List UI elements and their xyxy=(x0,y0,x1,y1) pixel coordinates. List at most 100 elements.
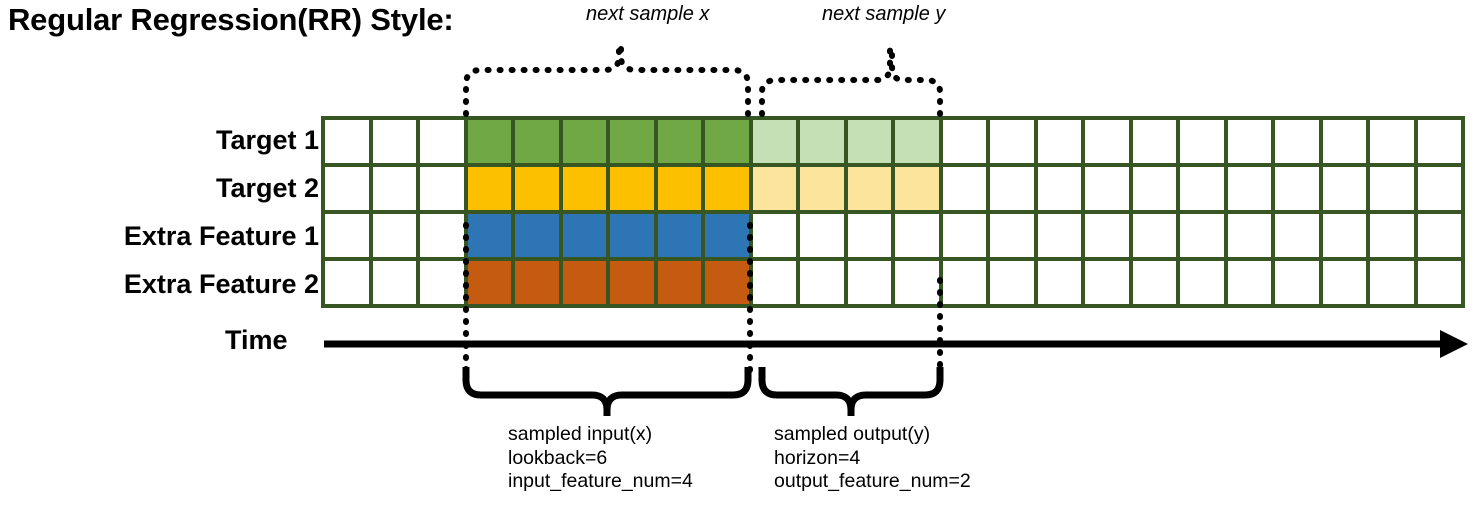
grid-cell xyxy=(705,120,749,163)
annotation-line: output_feature_num=2 xyxy=(774,470,971,492)
grid-cell xyxy=(562,167,606,210)
grid-cell xyxy=(1322,214,1366,257)
grid-cell xyxy=(895,214,939,257)
grid-cell xyxy=(1275,120,1319,163)
annotation-line: horizon=4 xyxy=(774,446,861,469)
grid-cell xyxy=(752,214,796,257)
annotation-sampled-output: sampled output(y) horizon=4 output_featu… xyxy=(774,423,971,494)
grid-cell xyxy=(372,120,416,163)
grid-cell xyxy=(420,167,464,210)
grid-cell xyxy=(1370,120,1414,163)
grid-cell xyxy=(657,167,701,210)
grid-cell xyxy=(1322,167,1366,210)
grid-cell xyxy=(1275,261,1319,304)
grid-cell xyxy=(705,167,749,210)
row-label-extra-feature-2: Extra Feature 2 xyxy=(123,269,319,299)
grid-cell xyxy=(610,214,654,257)
row-label-target-1: Target 1 xyxy=(215,125,319,155)
grid-cell xyxy=(752,167,796,210)
grid-cell xyxy=(1370,167,1414,210)
grid-cell xyxy=(1322,261,1366,304)
grid-cell xyxy=(1227,214,1271,257)
grid-cell xyxy=(1085,167,1129,210)
time-axis-label: Time xyxy=(225,325,288,355)
grid-cell xyxy=(847,120,891,163)
grid-cell xyxy=(1275,167,1319,210)
brace-label-next-sample-y: next sample y xyxy=(822,3,946,25)
grid-cell xyxy=(705,261,749,304)
grid-cell xyxy=(847,214,891,257)
grid-cell xyxy=(1275,214,1319,257)
grid-cell xyxy=(990,214,1034,257)
grid-cell xyxy=(562,261,606,304)
grid-cell xyxy=(515,214,559,257)
grid-row-target-2 xyxy=(325,167,1461,210)
grid-row-extra-feature-2 xyxy=(325,261,1461,304)
time-axis-arrow xyxy=(324,330,1468,358)
grid-cell xyxy=(325,214,369,257)
annotation-line: sampled input(x) xyxy=(508,423,653,445)
grid-cell xyxy=(847,167,891,210)
grid-cell xyxy=(467,120,511,163)
grid-cell xyxy=(325,261,369,304)
grid-row-target-1 xyxy=(325,120,1461,163)
grid-cell xyxy=(990,167,1034,210)
annotation-line: input_feature_num=4 xyxy=(508,470,693,492)
row-label-target-2: Target 2 xyxy=(215,173,319,203)
grid-cell xyxy=(467,167,511,210)
grid-cell xyxy=(420,214,464,257)
row-label-extra-feature-1: Extra Feature 1 xyxy=(123,221,319,251)
grid-cell xyxy=(800,261,844,304)
grid-cell xyxy=(1037,214,1081,257)
grid-cell xyxy=(1037,120,1081,163)
grid-cell xyxy=(610,167,654,210)
grid-cell xyxy=(420,261,464,304)
grid-cell xyxy=(800,120,844,163)
grid-cell xyxy=(325,167,369,210)
grid-cell xyxy=(752,261,796,304)
grid-cell xyxy=(1085,120,1129,163)
grid-cell xyxy=(990,120,1034,163)
grid-cell xyxy=(1132,167,1176,210)
grid-cell xyxy=(1417,214,1461,257)
grid-cell xyxy=(800,167,844,210)
grid-cell xyxy=(1180,214,1224,257)
grid-cell xyxy=(990,261,1034,304)
annotation-line: sampled output(y) xyxy=(774,423,931,445)
grid-cell xyxy=(942,167,986,210)
grid-cell xyxy=(895,120,939,163)
grid-cell xyxy=(895,167,939,210)
grid-cell xyxy=(610,120,654,163)
grid-cell xyxy=(752,120,796,163)
grid-cell xyxy=(1370,261,1414,304)
grid-cell xyxy=(1180,261,1224,304)
timeline-grid xyxy=(321,116,1465,308)
bottom-brace-sampled-output xyxy=(758,367,944,416)
grid-cell xyxy=(1132,214,1176,257)
grid-cell xyxy=(562,120,606,163)
grid-cell xyxy=(1132,120,1176,163)
grid-cell xyxy=(1085,261,1129,304)
grid-row-extra-feature-1 xyxy=(325,214,1461,257)
grid-cell xyxy=(942,120,986,163)
grid-cell xyxy=(420,120,464,163)
grid-cell xyxy=(1085,214,1129,257)
page-title: Regular Regression(RR) Style: xyxy=(8,2,454,37)
grid-cell xyxy=(1037,167,1081,210)
grid-cell xyxy=(847,261,891,304)
annotation-sampled-input: sampled input(x) lookback=6 input_featur… xyxy=(508,423,693,494)
top-brace-next-sample-y xyxy=(759,47,943,117)
grid-cell xyxy=(705,214,749,257)
brace-label-next-sample-x: next sample x xyxy=(586,3,710,25)
grid-cell xyxy=(1417,120,1461,163)
grid-cell xyxy=(1227,120,1271,163)
grid-cell xyxy=(942,261,986,304)
grid-cell xyxy=(1370,214,1414,257)
grid-cell xyxy=(515,120,559,163)
top-brace-next-sample-x xyxy=(463,42,751,117)
grid-cell xyxy=(1037,261,1081,304)
grid-cell xyxy=(1180,120,1224,163)
grid-cell xyxy=(325,120,369,163)
bottom-brace-sampled-input xyxy=(462,367,752,416)
